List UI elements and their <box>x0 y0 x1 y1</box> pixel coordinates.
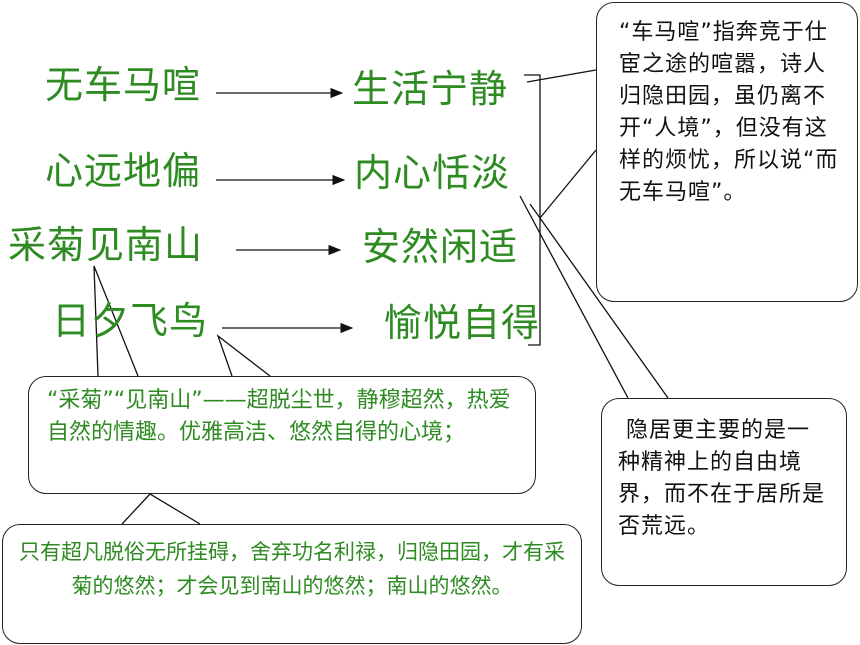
left-term-3: 采菊见南山 <box>8 223 204 267</box>
right-bracket <box>524 74 541 346</box>
right-term-2: 内心恬淡 <box>354 151 511 195</box>
callout-bottom-left-text: 只有超凡脱俗无所挂碍，舍弃功名利禄，归隐田园，才有采菊的悠然；才会见到南山的悠然… <box>19 540 565 598</box>
left-term-1: 无车马喧 <box>45 63 202 107</box>
callout-top-right-text: “车马喧”指奔竞于仕宦之途的喧嚣，诗人归隐田园，虽仍离不开“人境”，但没有这样的… <box>619 20 839 205</box>
callout-mid-left-text: “采菊”“见南山”——超脱尘世，静穆超然，热爱自然的情趣。优雅高洁、悠然自得的心… <box>47 388 511 445</box>
pointer-mid-right <box>519 195 669 399</box>
callout-mid-right-text: 隐居更主要的是一种精神上的自由境界，而不在于居所是否荒远。 <box>618 418 826 539</box>
left-term-2: 心远地偏 <box>45 149 202 193</box>
callout-bottom-left: 只有超凡脱俗无所挂碍，舍弃功名利禄，归隐田园，才有采菊的悠然；才会见到南山的悠然… <box>2 524 582 644</box>
callout-mid-right: 隐居更主要的是一种精神上的自由境界，而不在于居所是否荒远。 <box>601 398 847 586</box>
callout-top-right: “车马喧”指奔竞于仕宦之途的喧嚣，诗人归隐田园，虽仍离不开“人境”，但没有这样的… <box>596 2 858 302</box>
right-term-1: 生活宁静 <box>352 67 509 111</box>
pointer-mid-left <box>93 265 139 377</box>
right-term-4: 愉悦自得 <box>384 301 541 345</box>
pointer-bottom-left <box>121 493 201 525</box>
pointer-top-right <box>526 69 597 219</box>
pointer-mid-left-2 <box>216 334 271 377</box>
left-term-4: 日夕飞鸟 <box>52 299 209 343</box>
callout-mid-left: “采菊”“见南山”——超脱尘世，静穆超然，热爱自然的情趣。优雅高洁、悠然自得的心… <box>28 376 536 494</box>
right-term-3: 安然闲适 <box>362 225 519 269</box>
